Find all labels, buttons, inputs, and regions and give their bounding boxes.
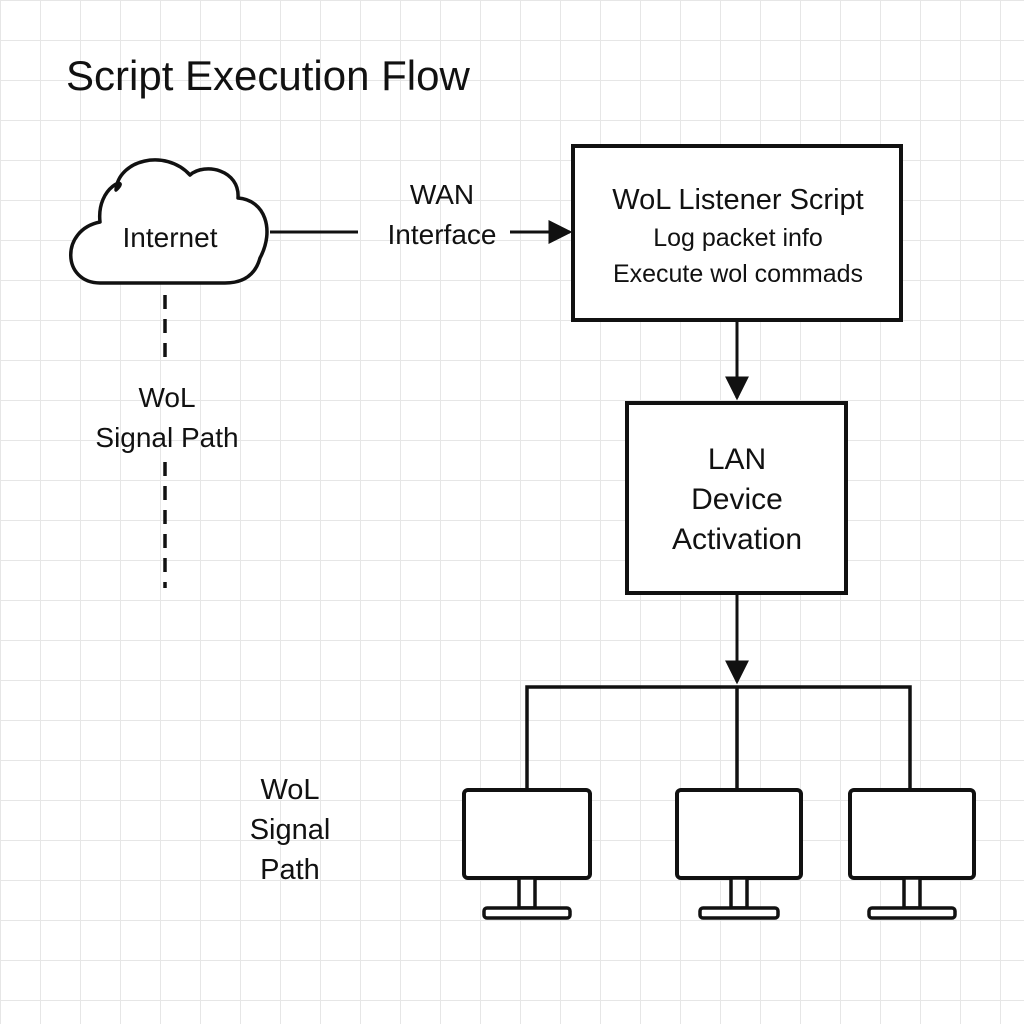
internet-label: Internet <box>122 222 218 253</box>
wan-label-line1: WAN <box>409 179 475 210</box>
signal-path-label-bottom: WoL Signal Path <box>230 770 350 890</box>
listener-line-log: Log packet info <box>653 224 823 252</box>
cloud-icon <box>69 158 269 285</box>
signal-path-bottom-line2: Signal <box>249 814 331 846</box>
signal-path-label-top: WoL Signal Path <box>70 378 264 458</box>
signal-path-bottom-line1: WoL <box>260 774 320 806</box>
lan-activation-text: LAN Device Activation <box>628 440 846 560</box>
wan-interface-label: WAN Interface <box>372 175 512 255</box>
lan-line3: Activation <box>671 523 803 556</box>
lan-line1: LAN <box>707 443 767 476</box>
signal-path-top-line2: Signal Path <box>95 422 239 453</box>
listener-script-box <box>571 144 903 322</box>
computer-icon <box>462 788 592 920</box>
device-distribution-bus <box>525 685 912 790</box>
listener-line-execute: Execute wol commads <box>612 260 864 288</box>
wan-label-line2: Interface <box>387 219 497 250</box>
lan-line2: Device <box>691 483 783 516</box>
lan-activation-box <box>625 401 848 595</box>
signal-path-top-line1: WoL <box>138 382 196 413</box>
listener-script-text: WoL Listener Script Log packet info Exec… <box>575 180 901 292</box>
signal-path-bottom-line3: Path <box>260 854 320 886</box>
computer-icon <box>848 788 976 920</box>
diagram-title: Script Execution Flow <box>66 52 470 99</box>
listener-script-title: WoL Listener Script <box>612 184 864 216</box>
computer-icon <box>675 788 803 920</box>
